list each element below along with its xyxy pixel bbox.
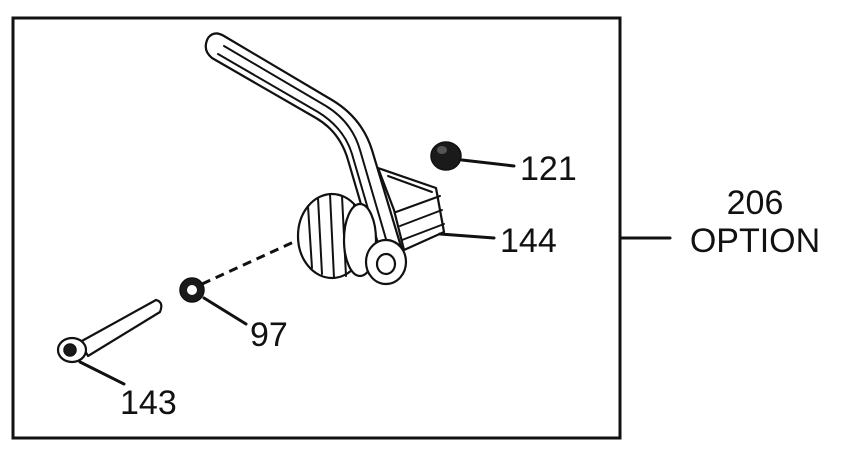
callout-144: 144 <box>500 222 557 260</box>
assembly-dashed-line <box>201 238 299 286</box>
callout-121: 121 <box>520 150 577 188</box>
bracket-block <box>376 166 446 252</box>
lever-handle <box>204 32 404 264</box>
diagram-frame <box>11 16 622 440</box>
callout-206: 206 <box>727 184 784 222</box>
leader-line-97 <box>202 296 248 326</box>
nut-121 <box>430 141 462 171</box>
leader-line-121 <box>460 158 516 168</box>
leader-line-144 <box>438 232 496 240</box>
screw-143 <box>56 298 163 364</box>
leader-line-143 <box>78 360 126 386</box>
washer-97 <box>179 277 205 303</box>
pivot-eye <box>364 238 408 286</box>
knurled-knob <box>296 192 378 280</box>
callout-97: 97 <box>250 316 288 354</box>
callout-143: 143 <box>120 384 177 422</box>
callout-option: OPTION <box>690 222 820 260</box>
